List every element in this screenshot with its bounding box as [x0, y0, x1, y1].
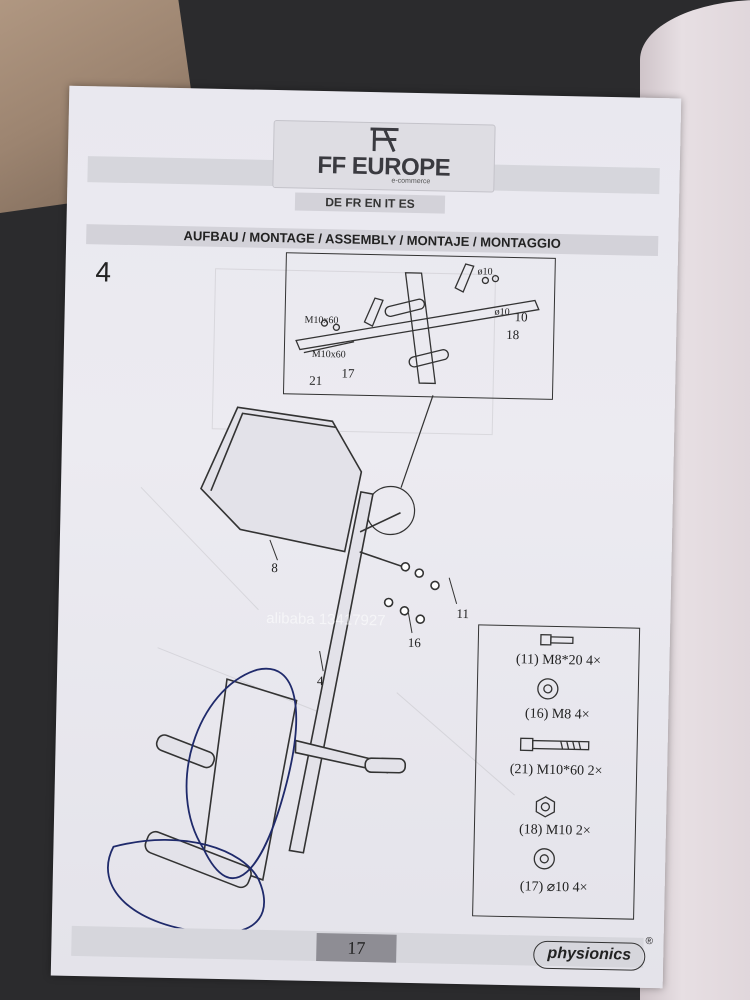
physionics-logo: physionics [532, 940, 646, 971]
callout-m10x60-b: M10x60 [311, 348, 346, 361]
ff-logo-icon [370, 127, 399, 153]
detail-connector-line [400, 395, 434, 488]
registered-mark: ® [645, 935, 654, 948]
callout-d10-b: ø10 [494, 306, 510, 318]
watermark: alibaba 13417927 [266, 609, 386, 630]
parts-list-item: (21) M10*60 2× [509, 762, 603, 780]
parts-list-box: (11) M8*20 4× (16) M8 4× (21) M10*60 2× … [472, 624, 641, 920]
bolt-long-icon [519, 737, 590, 752]
callout-16: 16 [407, 634, 421, 651]
nut-icon [535, 796, 556, 818]
callout-11: 11 [456, 605, 470, 622]
callout-m10x60-a: M10x60 [304, 314, 339, 327]
parts-list-item: (11) M8*20 4× [515, 652, 602, 669]
washer-icon-2 [533, 848, 555, 870]
detail-drawing [295, 263, 540, 385]
assembly-drawing [107, 263, 540, 934]
parts-list-item: (18) M10 2× [518, 822, 591, 839]
leader-lines [269, 539, 458, 672]
callout-d10-a: ø10 [477, 266, 493, 278]
callout-4: 4 [316, 673, 324, 689]
callout-8: 8 [271, 560, 278, 576]
page-number: 17 [316, 933, 397, 963]
bench-drawing [144, 406, 440, 889]
manual-page: FF EUROPE e-commerce DE FR EN IT ES AUFB… [50, 85, 682, 989]
brand-logo-box: FF EUROPE e-commerce [272, 119, 496, 193]
parts-icons [519, 634, 590, 870]
callout-18: 18 [506, 326, 520, 343]
callout-17: 17 [341, 365, 355, 381]
callout-10: 10 [514, 309, 528, 325]
washer-icon [537, 678, 559, 700]
detail-circle [365, 485, 416, 536]
parts-list-item: (17) ⌀10 4× [519, 879, 588, 896]
ghost-drawing [140, 268, 515, 796]
callout-21: 21 [309, 372, 323, 389]
bolt-short-icon [540, 634, 574, 646]
pen-scribble [107, 667, 298, 934]
parts-list-item: (16) M8 4× [524, 706, 590, 723]
